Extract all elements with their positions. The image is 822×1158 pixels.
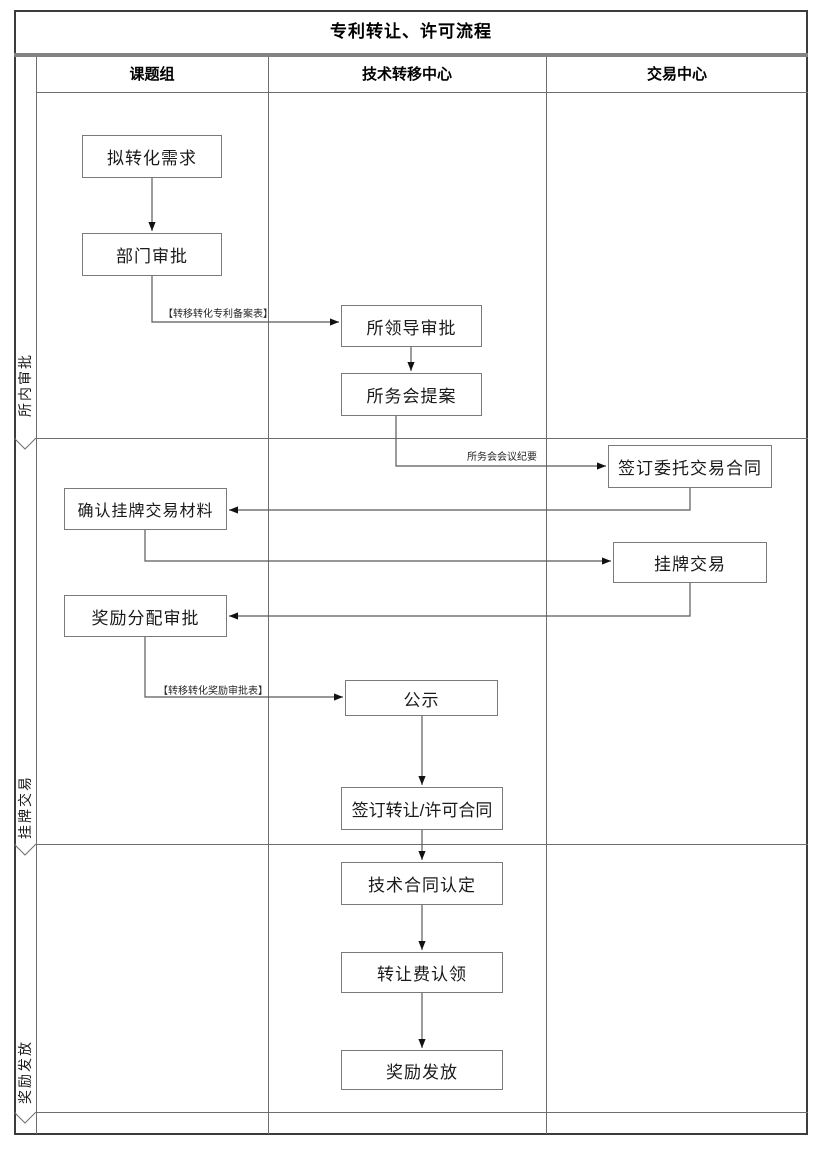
column-header-tech-transfer-center: 技术转移中心	[361, 66, 452, 83]
outer-frame	[14, 10, 808, 1135]
connector-confirm-to-listing	[144, 530, 611, 565]
node-fee-claim: 转让费认领	[341, 952, 503, 993]
column-header-trading-center: 交易中心	[646, 66, 707, 83]
connector-dept-to-leader	[151, 276, 339, 326]
node-proposed-need: 拟转化需求	[82, 135, 222, 178]
connector-council-to-entrust	[395, 416, 606, 470]
node-tech-contract-recognition: 技术合同认定	[341, 862, 503, 905]
title-divider	[14, 53, 808, 57]
edge-label-filing-form: 【转移转化专利备案表】	[163, 309, 273, 320]
node-entrust-contract: 签订委托交易合同	[608, 445, 772, 488]
lane-label-reward-distribution: 奖励发放	[17, 1040, 33, 1104]
lane-chevron-2	[13, 843, 37, 856]
node-dept-approval: 部门审批	[82, 233, 222, 276]
lane-chevron-1	[13, 437, 37, 450]
connector-listing-to-reward-alloc	[229, 583, 691, 620]
node-reward-distribution: 奖励发放	[341, 1050, 503, 1090]
node-confirm-materials: 确认挂牌交易材料	[64, 488, 227, 530]
node-council-proposal: 所务会提案	[341, 373, 482, 416]
node-public-notice: 公示	[345, 680, 498, 716]
connector-reward-alloc-to-notice	[144, 637, 343, 701]
node-reward-alloc-approval: 奖励分配审批	[64, 595, 227, 637]
connector-entrust-to-confirm	[229, 488, 691, 514]
node-leader-approval: 所领导审批	[341, 305, 482, 347]
edge-label-reward-form: 【转移转化奖励审批表】	[158, 686, 268, 697]
page-title: 专利转让、许可流程	[330, 22, 492, 41]
column-header-research-group: 课题组	[129, 66, 175, 83]
lane-label-listing-trade: 挂牌交易	[17, 775, 33, 839]
node-transfer-license-contract: 签订转让/许可合同	[341, 787, 503, 830]
lane-chevron-3	[13, 1111, 37, 1124]
lane-label-internal-approval: 所内审批	[17, 353, 33, 417]
edge-label-meeting-minutes: 所务会会议纪要	[467, 452, 537, 463]
node-listing-trade: 挂牌交易	[613, 542, 767, 583]
